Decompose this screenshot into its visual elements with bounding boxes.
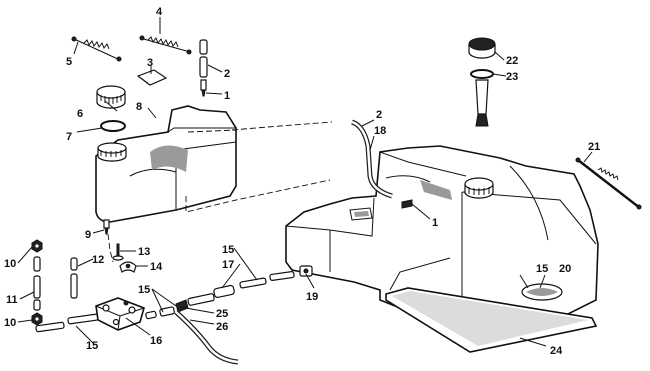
callout-1-lower: 1 (432, 217, 438, 229)
callout-8: 8 (136, 101, 142, 113)
hose-12 (70, 257, 78, 299)
vent-hose-18-inner (351, 120, 393, 198)
callout-15-tank: 15 (536, 263, 548, 275)
callout-4: 4 (156, 6, 163, 18)
callout-25: 25 (216, 308, 228, 320)
callout-19: 19 (306, 291, 318, 303)
decal-3 (136, 69, 168, 86)
hose-15-middle (145, 271, 295, 320)
hose-2-upper (199, 39, 208, 97)
gasket-7 (100, 120, 126, 132)
oil-tank-8 (95, 105, 237, 229)
callout-2-upper: 2 (224, 68, 230, 80)
spring-rod-4 (139, 35, 192, 55)
callout-22: 22 (506, 55, 518, 67)
tie-rod-21 (575, 157, 642, 210)
hose-11 (33, 256, 41, 311)
fitting-9 (104, 227, 109, 235)
callout-17: 17 (222, 259, 234, 271)
spring-rod-5 (71, 36, 122, 62)
callout-15-upper: 15 (222, 244, 234, 256)
gasket-23 (470, 69, 494, 79)
callout-1-upper: 1 (224, 90, 230, 102)
callout-24: 24 (550, 345, 563, 357)
fuel-sender-22 (475, 79, 489, 127)
callout-20: 20 (559, 263, 571, 275)
alignment-lines (107, 121, 333, 263)
tank-pad-24 (385, 287, 598, 353)
callout-15-mid: 15 (138, 284, 150, 296)
callout-13: 13 (138, 246, 150, 258)
callout-10-bottom: 10 (4, 317, 16, 329)
fuel-cap-22 (468, 37, 496, 59)
callout-6: 6 (77, 108, 83, 120)
callout-9: 9 (85, 229, 91, 241)
hex-nut-10-top (31, 239, 43, 253)
pad-shading (392, 291, 588, 346)
callout-11: 11 (6, 294, 18, 306)
callout-15-lower-left: 15 (86, 340, 98, 352)
callout-10-top: 10 (4, 258, 16, 270)
callout-7: 7 (66, 131, 72, 143)
hose-15-lower (35, 313, 99, 333)
hose-26-inner (175, 311, 239, 364)
clip-14 (119, 261, 137, 273)
callout-16: 16 (150, 335, 162, 347)
callout-12: 12 (92, 254, 104, 266)
callout-26: 26 (216, 321, 228, 333)
callout-21: 21 (588, 141, 600, 153)
leader-lines (17, 17, 593, 347)
callout-3: 3 (147, 57, 153, 69)
hex-nut-10-bottom (31, 312, 43, 326)
oil-cap-6 (96, 85, 126, 109)
callout-labels: 4 5 3 2 1 6 8 7 9 10 11 10 12 13 14 15 1… (4, 6, 600, 357)
fuel-tank (285, 145, 599, 337)
callout-23: 23 (506, 71, 518, 83)
check-valve-13 (112, 243, 124, 261)
callout-18: 18 (374, 125, 386, 137)
callout-14: 14 (150, 261, 163, 273)
callout-5: 5 (66, 56, 72, 68)
callout-2-lower: 2 (376, 109, 382, 121)
